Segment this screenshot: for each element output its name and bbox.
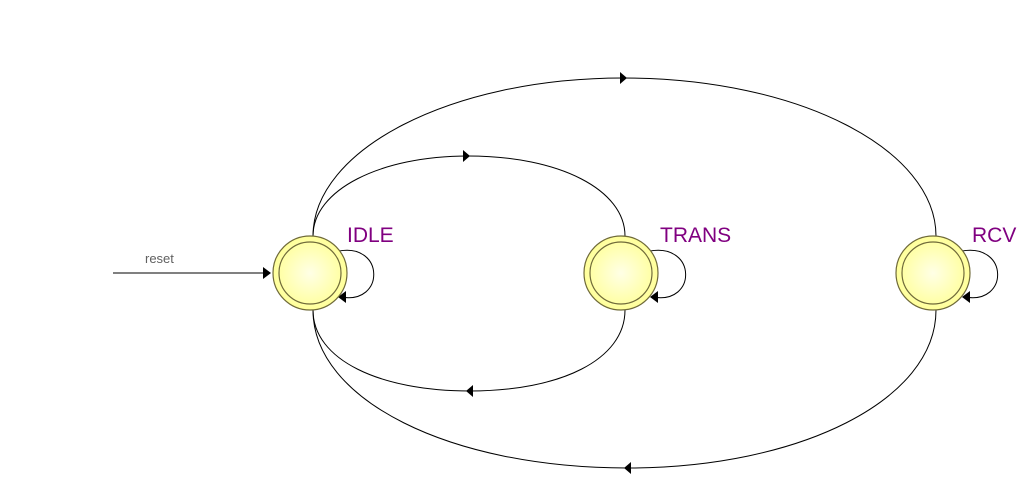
transition-trans-to-idle[interactable] (312, 309, 626, 392)
state-trans[interactable] (583, 235, 659, 311)
state-trans-inner-ring (589, 241, 653, 305)
transition-rcv-to-idle[interactable] (312, 309, 937, 469)
arrow-self-loop-idle (338, 291, 346, 303)
arrow-reset (263, 267, 271, 279)
self-loop-idle[interactable] (338, 249, 375, 299)
state-rcv[interactable] (895, 235, 971, 311)
state-rcv-outer-ring (895, 235, 971, 311)
state-idle[interactable] (272, 235, 348, 311)
transition-idle-to-rcv[interactable] (312, 77, 937, 237)
state-idle-outer-ring (272, 235, 348, 311)
arrow-trans-to-idle (466, 385, 473, 397)
state-rcv-label: RCV (972, 224, 1016, 247)
state-rcv-inner-ring (901, 241, 965, 305)
state-trans-label: TRANS (660, 224, 731, 247)
arrow-self-loop-trans (650, 291, 658, 303)
state-trans-outer-ring (583, 235, 659, 311)
reset-label: reset (145, 251, 174, 266)
self-loop-trans[interactable] (649, 249, 687, 299)
self-loop-rcv[interactable] (961, 249, 999, 299)
state-idle-label: IDLE (347, 224, 394, 247)
arrow-self-loop-rcv (962, 291, 970, 303)
arrow-idle-to-rcv (620, 72, 627, 84)
arrow-rcv-to-idle (624, 462, 631, 474)
state-idle-inner-ring (278, 241, 342, 305)
arrow-idle-to-trans (463, 150, 470, 162)
